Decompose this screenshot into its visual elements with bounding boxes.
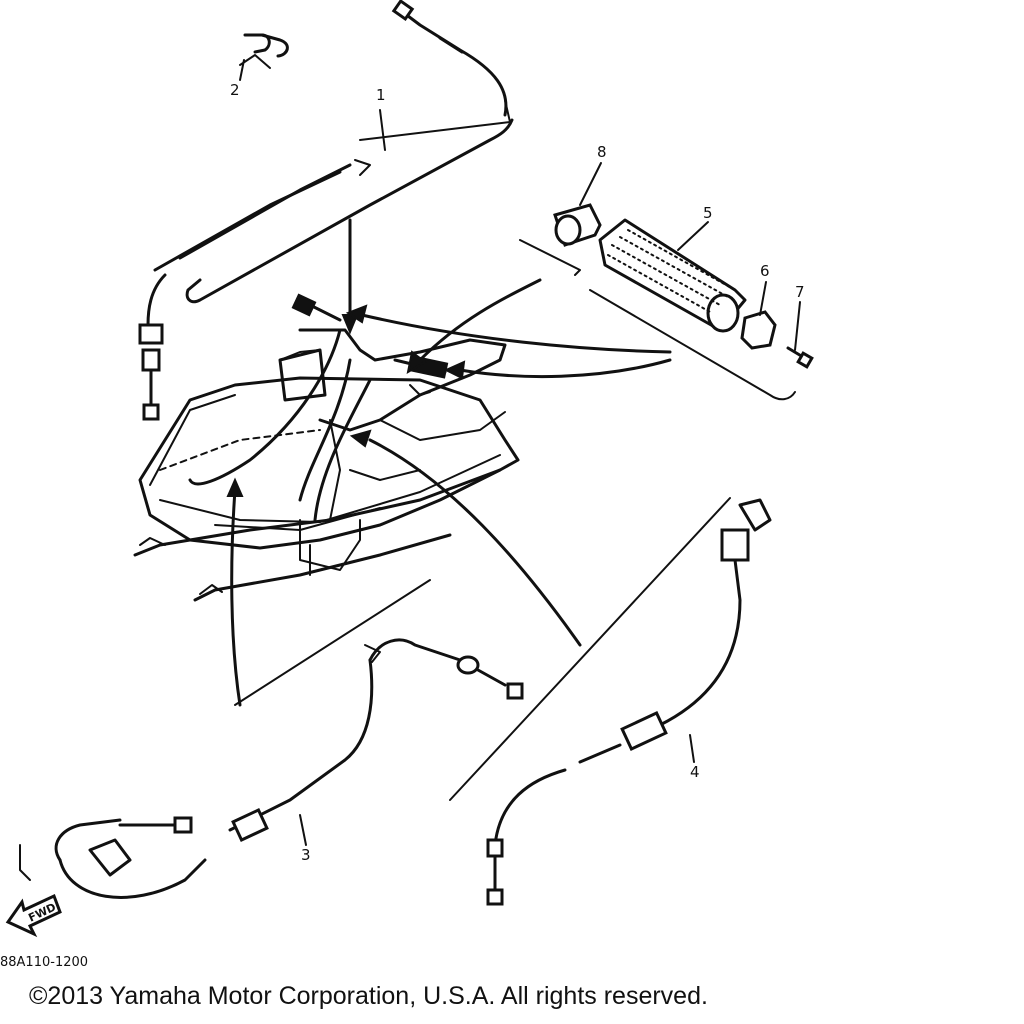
cable-clip (239, 33, 289, 69)
callouts: 2 1 8 5 6 7 3 4 (230, 59, 805, 864)
callout-8: 8 (597, 143, 607, 161)
diagram-code: 88A110-1200 (0, 955, 89, 970)
brake-cable (19, 579, 524, 899)
callout-1: 1 (376, 86, 386, 104)
callout-2: 2 (230, 81, 240, 99)
copyright-notice: ©2013 Yamaha Motor Corporation, U.S.A. A… (29, 982, 708, 1010)
grip-assembly (519, 203, 814, 401)
vehicle-body (133, 293, 520, 602)
choke-cable (449, 497, 772, 906)
throttle-cable (138, 0, 514, 421)
fwd-arrow-icon: FWD (5, 893, 62, 938)
callout-5: 5 (703, 204, 713, 222)
callout-3: 3 (301, 846, 311, 864)
arrows (226, 218, 672, 707)
callout-4: 4 (690, 763, 700, 781)
callout-6: 6 (760, 262, 770, 280)
callout-7: 7 (795, 283, 805, 301)
